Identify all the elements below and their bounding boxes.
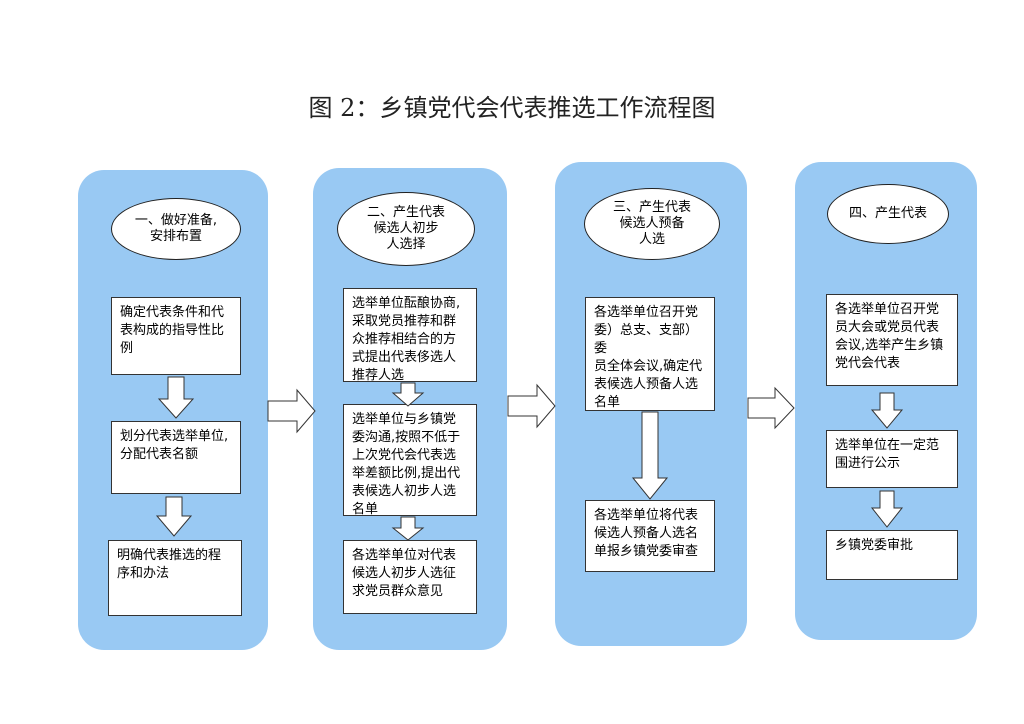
step-3-box-1: 各选举单位召开党 委）总支、支部）委 员全体会议,确定代 表候选人预备人选 名单 — [585, 297, 715, 411]
step-3-box-2: 各选举单位将代表 候选人预备人选名 单报乡镇党委审查 — [585, 500, 715, 572]
arrow-down-c3-1 — [631, 411, 669, 500]
diagram-title: 图 2：乡镇党代会代表推选工作流程图 — [308, 94, 716, 122]
step-1-box-2: 划分代表选举单位, 分配代表名额 — [111, 421, 241, 494]
arrow-down-c1-1 — [157, 376, 195, 419]
step-2-box-2: 选举单位与乡镇党 委沟通,按照不低于 上次党代会代表选 举差额比例,提出代 表候… — [343, 404, 477, 517]
arrow-right-1 — [267, 388, 316, 434]
step-2-box-3: 各选举单位对代表 候选人初步人选征 求党员群众意见 — [343, 540, 477, 614]
step-4-box-3: 乡镇党委审批 — [826, 530, 958, 580]
arrow-down-c1-2 — [155, 496, 193, 537]
arrow-down-c4-1 — [870, 392, 904, 429]
step-4-box-2: 选举单位在一定范 围进行公示 — [826, 430, 958, 488]
arrow-down-c2-2 — [391, 516, 425, 541]
arrow-down-c4-2 — [870, 490, 904, 528]
step-3-heading: 三、产生代表 候选人预备 人选 — [584, 188, 720, 260]
step-1-box-1: 确定代表条件和代 表构成的指导性比 例 — [111, 297, 241, 375]
step-2-heading: 二、产生代表 候选人初步 人选择 — [337, 192, 475, 266]
step-2-box-1: 选举单位酝酿协商, 采取党员推荐和群 众推荐相结合的方 式提出代表侈选人 推荐人… — [343, 288, 477, 383]
arrow-right-3 — [747, 386, 795, 430]
step-4-box-1: 各选举单位召开党 员大会或党员代表 会议,选举产生乡镇 党代会代表 — [826, 294, 958, 386]
step-1-box-3: 明确代表推选的程 序和办法 — [108, 540, 242, 616]
step-1-heading: 一、做好准备, 安排布置 — [111, 198, 241, 260]
step-4-heading: 四、产生代表 — [827, 184, 949, 244]
arrow-down-c2-1 — [391, 382, 425, 407]
arrow-right-2 — [507, 383, 556, 429]
